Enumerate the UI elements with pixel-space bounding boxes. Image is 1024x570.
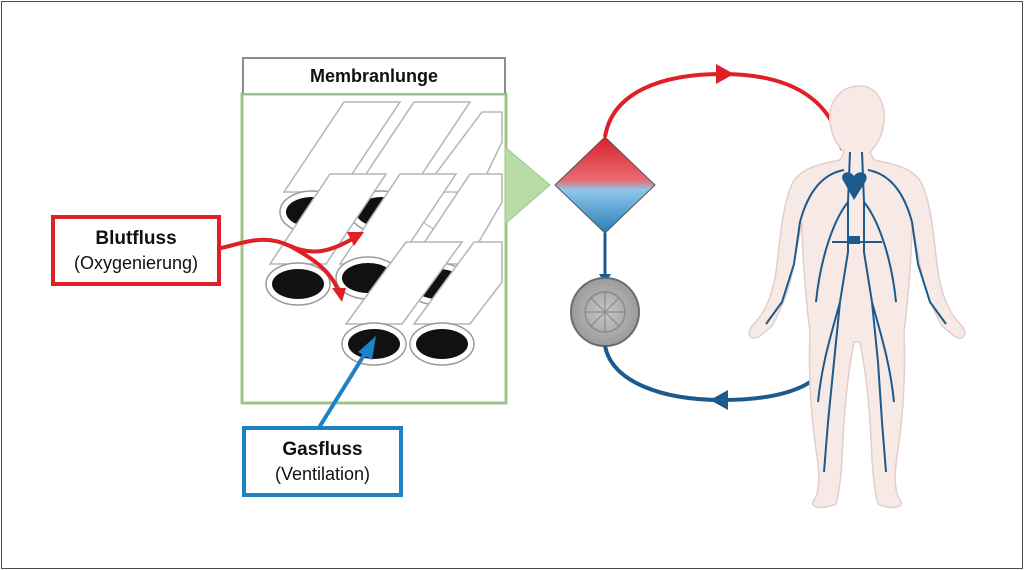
pump-icon (570, 277, 640, 347)
venous-line (603, 345, 826, 410)
blood-flow-arrow (219, 232, 364, 302)
human-body (748, 85, 966, 509)
fiber-tube (335, 173, 458, 300)
arterial-line (603, 64, 844, 151)
membrane-outlet-arrow (504, 145, 551, 226)
gas-flow-label: Gasfluss (282, 438, 363, 460)
blood-vessels (765, 151, 947, 473)
gas-flow-label-box: Gasfluss (Ventilation) (242, 426, 403, 497)
heart-icon (842, 172, 867, 200)
blood-flow-label-box: Blutfluss (Oxygenierung) (51, 215, 221, 286)
kidney-junction-icon (848, 236, 860, 244)
oxygenator-icon (554, 136, 656, 234)
membrane-lung-title: Membranlunge (242, 57, 506, 93)
fiber-tube (409, 241, 503, 366)
body-silhouette (748, 85, 966, 509)
gas-flow-sublabel: (Ventilation) (274, 463, 371, 484)
blood-flow-sublabel: (Oxygenierung) (73, 252, 199, 273)
gas-flow-arrow (318, 336, 376, 428)
fiber-tube (265, 173, 388, 306)
blood-flow-label: Blutfluss (95, 227, 177, 249)
